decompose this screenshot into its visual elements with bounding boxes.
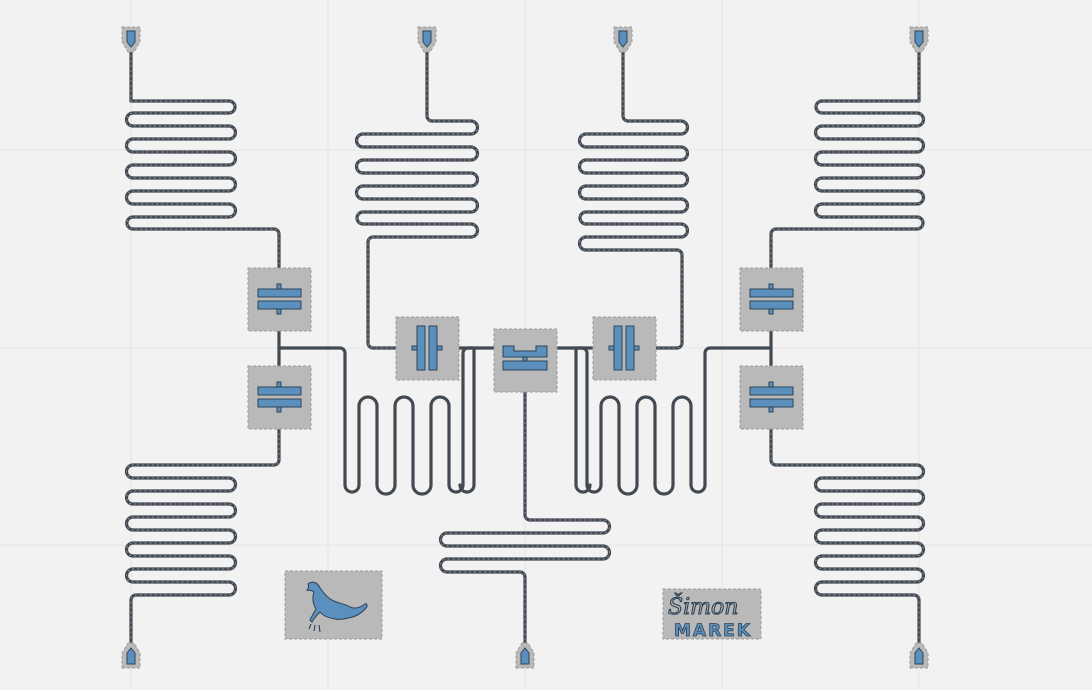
logo-bird xyxy=(284,570,383,640)
traces xyxy=(124,38,926,652)
coupler-left-upper xyxy=(247,267,312,332)
logo-signature: Šimon MAREK xyxy=(662,588,762,641)
resonator-top-center-left xyxy=(354,38,480,350)
launch-pads xyxy=(121,26,929,669)
launch-pad-top-1 xyxy=(121,26,141,53)
resonator-bottom-left xyxy=(124,426,281,652)
resonator-bottom-center xyxy=(438,390,612,652)
launch-pad-bottom-2 xyxy=(515,642,535,669)
signature-name: Šimon xyxy=(668,593,738,620)
launch-pad-top-3 xyxy=(613,26,633,53)
coupler-center-right xyxy=(592,316,657,381)
resonator-top-right xyxy=(769,38,926,270)
coupler-right-upper xyxy=(739,267,804,332)
coupler-center-left xyxy=(395,316,460,381)
launch-pad-bottom-1 xyxy=(121,642,141,669)
resonator-middle-right xyxy=(554,346,773,496)
resonator-bottom-right xyxy=(769,426,926,652)
coupler-center xyxy=(493,328,558,393)
launch-pad-bottom-3 xyxy=(909,642,929,669)
signature-surname: MAREK xyxy=(674,621,752,641)
resonator-top-center-right xyxy=(577,38,690,350)
bird-icon xyxy=(306,581,368,623)
coupler-left-lower xyxy=(247,365,312,430)
resonator-middle-left xyxy=(277,346,496,496)
launch-pad-top-4 xyxy=(909,26,929,53)
resonator-top-left xyxy=(124,38,281,270)
coupler-right-lower xyxy=(739,365,804,430)
launch-pad-top-2 xyxy=(417,26,437,53)
coupler-boxes xyxy=(247,267,804,430)
